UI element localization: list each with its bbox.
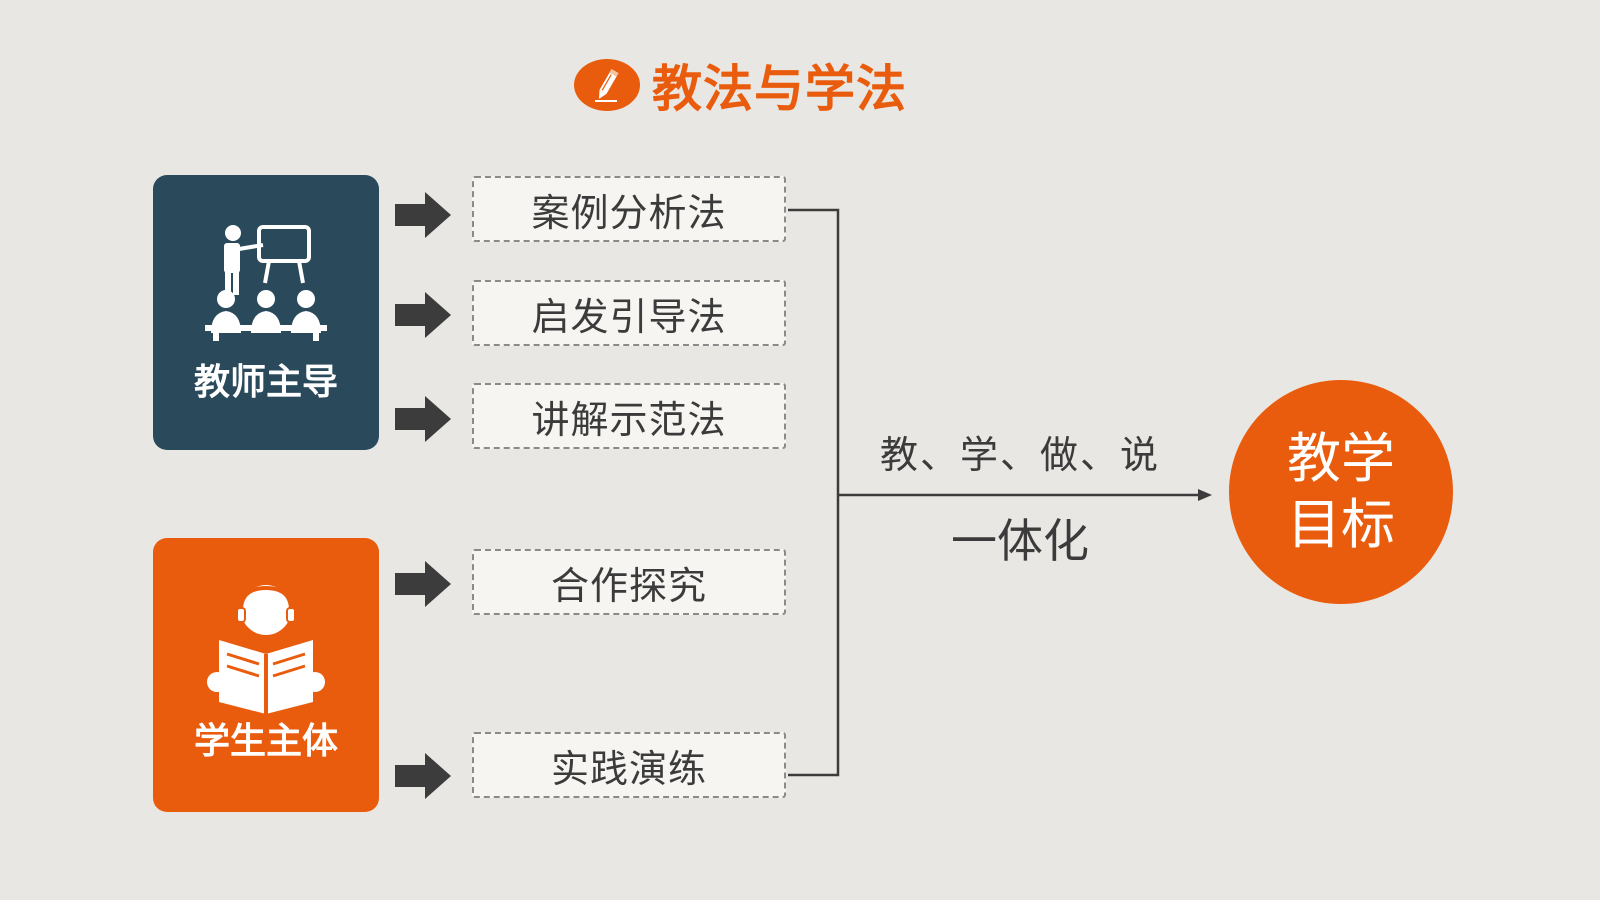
teacher-led-label: 教师主导 xyxy=(193,362,338,403)
goal-line-2: 目标 xyxy=(1287,493,1395,556)
student-centered-label: 学生主体 xyxy=(193,721,338,762)
teacher-led-box: 教师主导 xyxy=(153,175,379,450)
right-arrow-icon xyxy=(395,753,451,799)
method-practice: 实践演练 xyxy=(472,732,786,798)
goal-line-1: 教学 xyxy=(1287,427,1395,490)
pencil-icon xyxy=(574,59,640,111)
teacher-presentation-icon xyxy=(153,221,379,351)
method-case-analysis: 案例分析法 xyxy=(472,176,786,242)
right-arrow-icon xyxy=(395,561,451,607)
method-heuristic-guidance: 启发引导法 xyxy=(472,280,786,346)
teach-learn-do-speak-text: 教、学、做、说 xyxy=(879,433,1160,477)
title-text: 教法与学法 xyxy=(652,60,907,118)
integration-text: 一体化 xyxy=(951,514,1089,568)
teaching-goal-circle: 教学 目标 xyxy=(1229,380,1453,604)
right-arrow-icon xyxy=(395,292,451,338)
student-reading-icon xyxy=(153,582,379,718)
method-cooperative-inquiry: 合作探究 xyxy=(472,549,786,615)
student-centered-box: 学生主体 xyxy=(153,538,379,812)
method-demonstration: 讲解示范法 xyxy=(472,383,786,449)
right-arrow-icon xyxy=(395,396,451,442)
right-arrow-icon xyxy=(395,192,451,238)
slide-title: 教法与学法 xyxy=(574,50,907,120)
